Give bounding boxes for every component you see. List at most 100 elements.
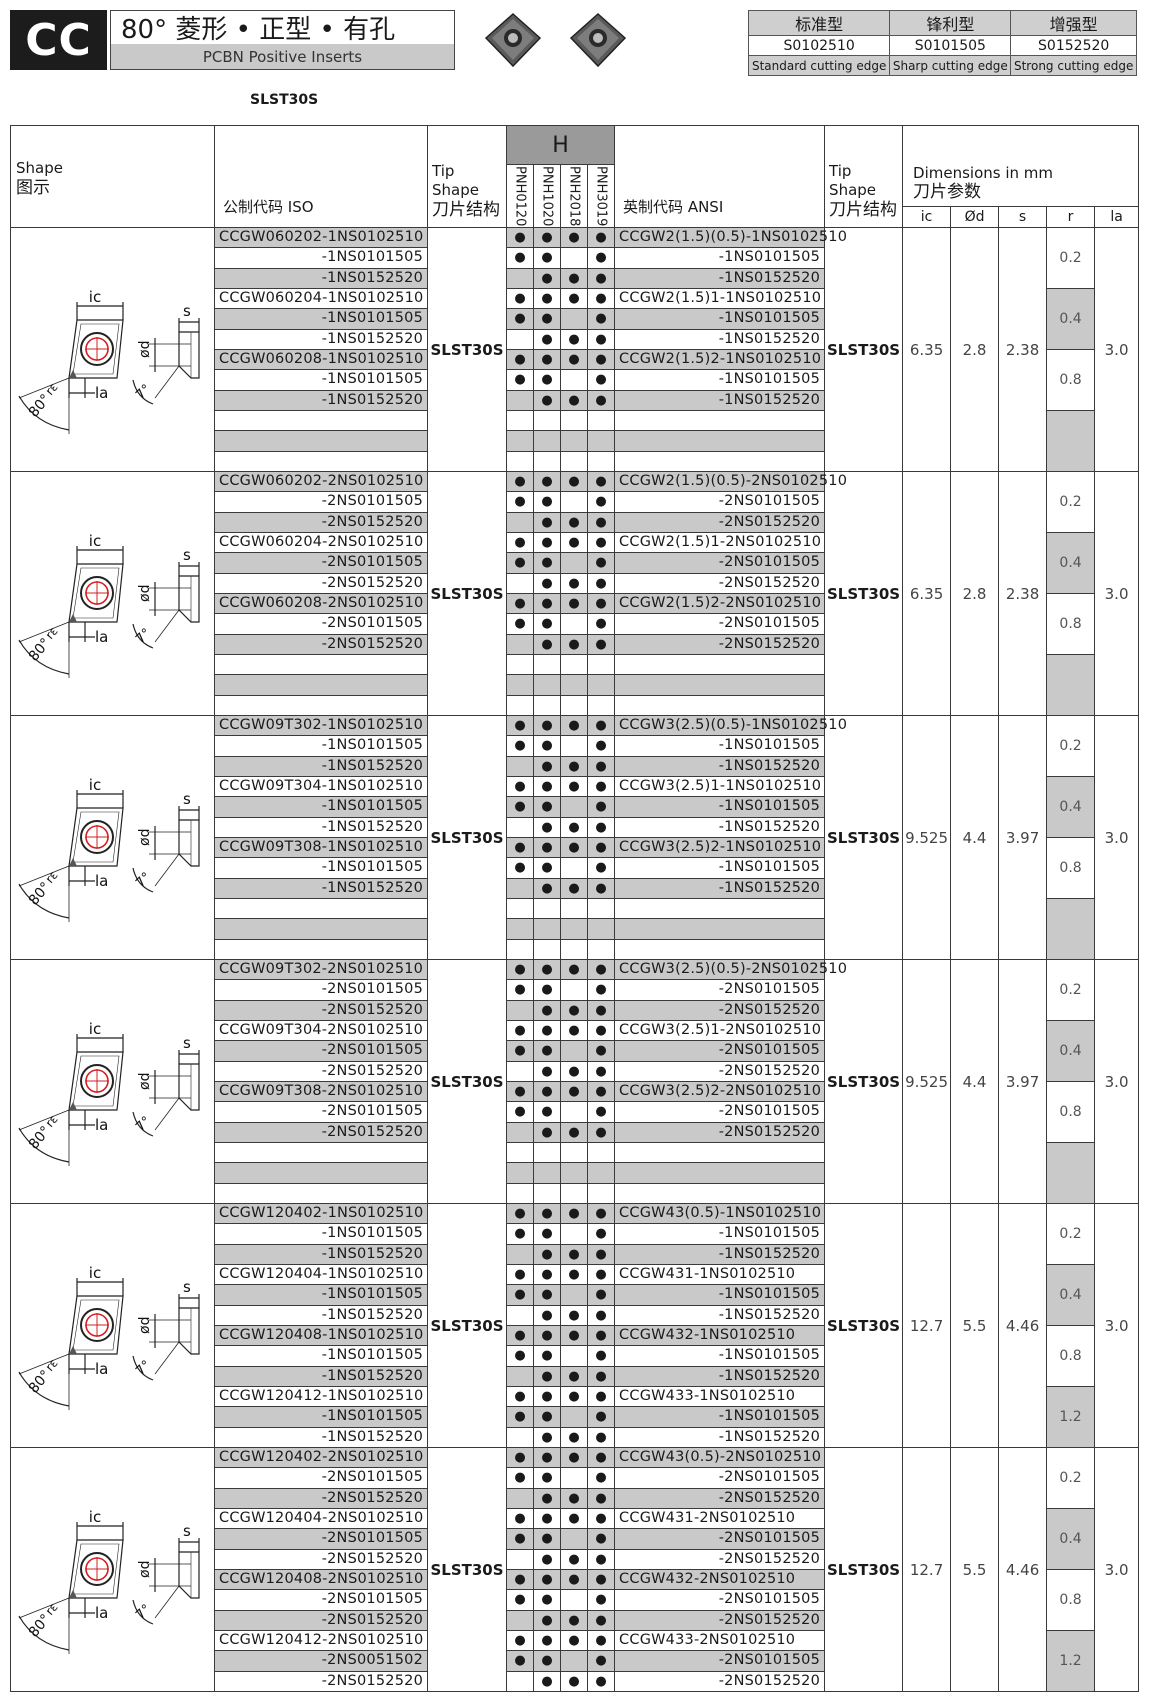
grade-availability-cell: ● — [560, 958, 588, 981]
grade-availability-cell: ● — [506, 1507, 534, 1530]
edge-strong-name: 增强型 — [1010, 10, 1137, 36]
grade-availability-cell — [560, 1040, 588, 1062]
table-row: -1NS0101505●●●-1NS0101505 — [11, 1406, 1139, 1428]
grade-availability-cell: ● — [586, 531, 616, 554]
d-label: ød — [137, 828, 153, 845]
grade-availability-cell: ● — [586, 1426, 616, 1449]
table-row: -1NS0152520●●●-1NS0152520 — [11, 1243, 1139, 1265]
insert-photo-icon — [569, 12, 627, 68]
tip-shape-cell: SLST30S — [427, 1447, 507, 1692]
grade-availability-cell: ● — [586, 1548, 616, 1570]
radius-value: 1.2 — [1047, 1387, 1095, 1447]
grade-availability-cell: ● — [586, 1060, 616, 1082]
grade-availability-cell: ● — [533, 1040, 561, 1062]
grade-availability-cell: ● — [560, 592, 588, 615]
grade-availability-cell — [586, 897, 616, 920]
insert-shape-diagram: ic s ød la rε 80° 7° — [17, 776, 200, 922]
grade-availability-cell: ● — [586, 999, 616, 1021]
ansi-code-cell: -1NS0101505 — [614, 1406, 826, 1428]
ansi-code-cell: -1NS0101505 — [614, 247, 826, 269]
table-row — [11, 897, 1139, 920]
iso-code-cell: -1NS0101505 — [214, 308, 428, 330]
grade-availability-cell — [586, 430, 616, 452]
ansi-code-cell — [614, 653, 826, 676]
grade-availability-cell: ● — [560, 836, 588, 859]
la-label: la — [95, 384, 108, 402]
grade-availability-cell: ● — [586, 1019, 616, 1042]
grade-availability-cell: ● — [506, 1101, 534, 1123]
grade-header: PNH2018 — [560, 164, 588, 228]
table-row: -1NS0152520●●●-1NS0152520 — [11, 1426, 1139, 1449]
grade-availability-cell — [506, 633, 534, 655]
tip-shape-cell: SLST30S — [427, 1203, 507, 1448]
dim-ic-cell: 6.35 — [902, 471, 952, 716]
grade-availability-cell: ● — [506, 287, 534, 310]
tip-shape-caption: SLST30S — [250, 92, 319, 108]
iso-code-cell: -2NS0152520 — [214, 1609, 428, 1631]
grade-availability-cell — [560, 430, 588, 452]
grade-availability-cell — [506, 938, 534, 961]
tip-shape-cell: SLST30S — [427, 471, 507, 716]
grade-availability-cell — [506, 999, 534, 1021]
grade-availability-cell — [560, 409, 588, 432]
iso-code-cell: CCGW120408-2NS0102510 — [214, 1568, 428, 1591]
grade-availability-cell: ● — [533, 1487, 561, 1509]
grade-availability-cell — [506, 1670, 534, 1693]
grade-availability-cell: ● — [533, 633, 561, 655]
grade-availability-cell — [560, 369, 588, 391]
ansi-code-cell: -1NS0101505 — [614, 857, 826, 879]
grade-availability-cell: ● — [533, 470, 561, 493]
grade-availability-cell: ● — [560, 531, 588, 554]
d-label: ød — [137, 1560, 153, 1577]
iso-code-cell: -2NS0051502 — [214, 1650, 428, 1672]
ansi-code-cell: -2NS0152520 — [614, 511, 826, 533]
iso-code-cell: CCGW060202-1NS0102510 — [214, 226, 428, 249]
grade-availability-cell — [506, 1426, 534, 1449]
tip-shape-cell: SLST30S — [824, 471, 904, 716]
ansi-code-cell: -1NS0101505 — [614, 796, 826, 818]
tip-header-en: Tip Shape — [829, 162, 877, 199]
grade-availability-cell — [506, 653, 534, 676]
ansi-code-cell: -2NS0152520 — [614, 572, 826, 594]
grade-availability-cell — [506, 267, 534, 289]
grade-availability-cell: ● — [533, 226, 561, 249]
grade-availability-cell — [560, 735, 588, 757]
table-row: ic s ød la rε 80° 7° CCGW09T302-1NS01025… — [10, 714, 1140, 960]
table-row: CCGW09T304-2NS0102510●●●●CCGW3(2.5)1-2NS… — [11, 1019, 1139, 1042]
insert-spec-table: Shape 图示 公制代码 ISO Tip Shape 刀片结构 H 英制代码 … — [10, 125, 1140, 1693]
grade-availability-cell — [506, 1162, 534, 1184]
ansi-code-cell: -2NS0152520 — [614, 1548, 826, 1570]
grade-availability-cell — [586, 694, 616, 717]
ansi-code-cell: -1NS0101505 — [614, 1284, 826, 1306]
grade-availability-cell: ● — [560, 389, 588, 411]
grade-availability-cell: ● — [533, 796, 561, 818]
tip-shape-cell: SLST30S — [824, 1203, 904, 1448]
grade-availability-cell — [506, 674, 534, 696]
grade-availability-cell — [560, 552, 588, 574]
grade-availability-cell: ● — [506, 308, 534, 330]
grade-availability-cell: ● — [560, 287, 588, 310]
grade-availability-cell: ● — [586, 1243, 616, 1265]
grade-availability-cell — [506, 755, 534, 777]
grade-availability-cell: ● — [560, 816, 588, 838]
grade-availability-cell — [506, 897, 534, 920]
grade-availability-cell — [560, 1406, 588, 1428]
grade-availability-cell: ● — [586, 714, 616, 737]
grade-availability-cell — [506, 450, 534, 473]
edge-standard-name: 标准型 — [747, 10, 891, 36]
grade-availability-cell: ● — [560, 1080, 588, 1103]
ansi-header: 英制代码 ANSI — [614, 125, 826, 228]
grade-availability-cell — [506, 572, 534, 594]
radius-value: 0.8 — [1047, 1326, 1095, 1387]
ansi-code-cell: CCGW2(1.5)2-1NS0102510 — [614, 348, 826, 371]
grade-availability-cell: ● — [586, 592, 616, 615]
grade-availability-cell: ● — [506, 1019, 534, 1042]
table-row: -1NS0152520●●●-1NS0152520 — [11, 389, 1139, 411]
ansi-code-cell: -2NS0152520 — [614, 1121, 826, 1143]
grade-availability-cell: ● — [506, 1040, 534, 1062]
grade-availability-cell: ● — [506, 1629, 534, 1652]
ansi-code-cell — [614, 674, 826, 696]
grade-availability-cell: ● — [586, 1263, 616, 1286]
grade-availability-cell: ● — [533, 1345, 561, 1367]
